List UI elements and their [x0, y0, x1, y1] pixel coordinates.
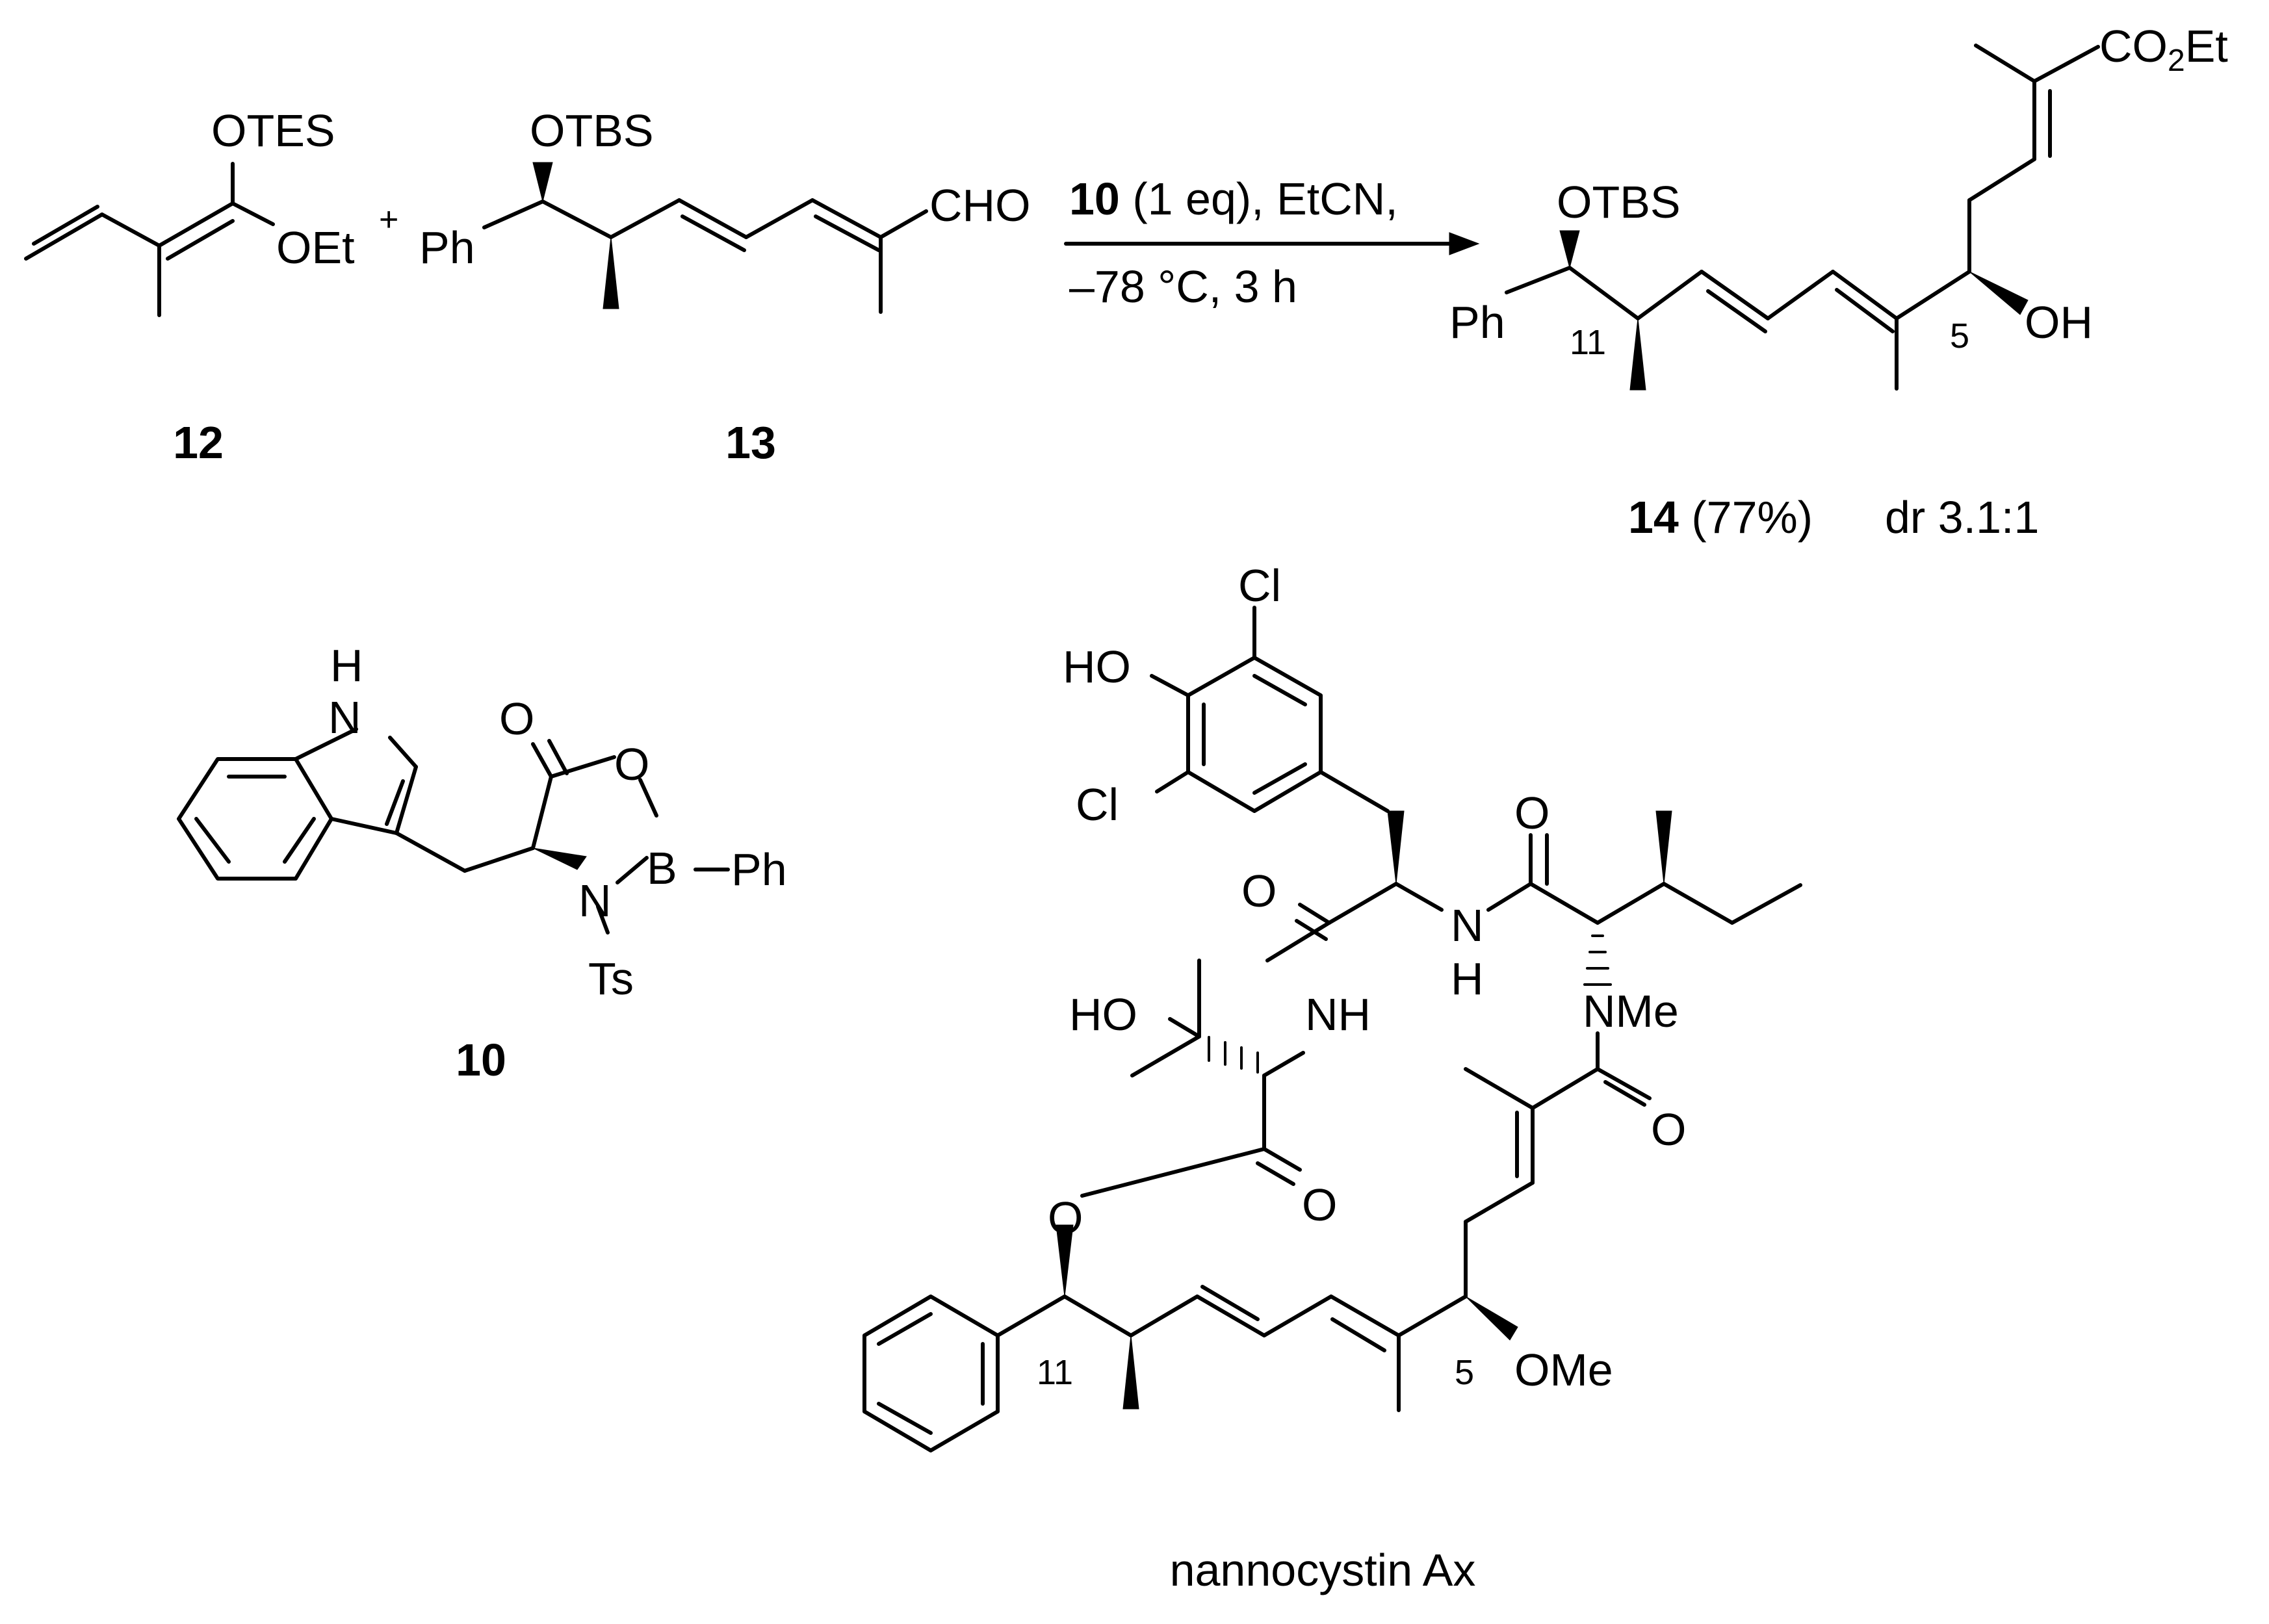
locant-c5: 5	[1455, 1353, 1474, 1392]
ph-label: Ph	[731, 844, 787, 895]
locant-c11: 11	[1570, 323, 1606, 362]
compound-10-label: 10	[456, 1035, 506, 1085]
ester-carbonyl-o: O	[1302, 1179, 1337, 1230]
ome-label: OMe	[1514, 1345, 1613, 1395]
locant-c11: 11	[1037, 1353, 1073, 1392]
ph-label: Ph	[419, 222, 475, 273]
locant-c5: 5	[1950, 316, 1969, 355]
cho-label: CHO	[929, 180, 1031, 231]
otbs-label: OTBS	[1557, 177, 1681, 227]
ester-o: O	[1048, 1192, 1083, 1243]
compound-14-dr: dr 3.1:1	[1885, 492, 2039, 543]
compound-13-label: 13	[725, 417, 776, 468]
conditions-line-1: 10 (1 eq), EtCN,	[1069, 174, 1398, 224]
compound-14-structure: OTBS Ph 11 5 OH CO2Et	[1449, 21, 2228, 391]
ho-tertiary: HO	[1069, 989, 1137, 1040]
plus-sign: +	[379, 201, 398, 238]
nannocystin-name: nannocystin Ax	[1170, 1545, 1476, 1595]
otes-label: OTES	[211, 105, 335, 156]
nh-a-n: N	[1451, 900, 1484, 951]
oh-label: OH	[2025, 297, 2093, 348]
nh-b: NH	[1305, 989, 1371, 1040]
indole-nh-n: N	[328, 692, 361, 743]
nh-a-h: H	[1451, 953, 1484, 1004]
carbonyl-o: O	[499, 693, 534, 744]
compound-12-structure: OTES OEt	[24, 105, 355, 317]
cl-bottom: Cl	[1076, 779, 1119, 830]
cl-top: Cl	[1238, 560, 1281, 611]
nme-label: NMe	[1583, 986, 1679, 1037]
compound-12-label: 12	[173, 417, 224, 468]
conditions-line-2: –78 °C, 3 h	[1069, 261, 1297, 312]
indole-nh-h: H	[330, 640, 363, 691]
ring-o: O	[614, 739, 649, 790]
otbs-label: OTBS	[530, 105, 654, 156]
amide-3-o: O	[1651, 1104, 1686, 1155]
amide-2-o: O	[1514, 788, 1549, 838]
compound-10-structure: H N O O B Ph N Ts	[177, 640, 787, 1004]
amide-1-o: O	[1241, 866, 1277, 916]
co2et-label: CO2Et	[2099, 21, 2228, 78]
compound-13-structure: OTBS Ph CHO	[419, 105, 1031, 314]
nannocystin-structure: Cl HO Cl O O N H HO NH NMe O O O OMe 11 …	[862, 560, 1802, 1452]
compound-14-caption: 14 (77%)	[1628, 492, 1813, 543]
reaction-arrow	[1064, 232, 1480, 255]
boron: B	[647, 843, 677, 894]
ts-label: Ts	[588, 953, 634, 1004]
ring-n: N	[578, 875, 612, 926]
ho-phenol: HO	[1063, 641, 1131, 692]
ph-label: Ph	[1449, 297, 1505, 348]
oet-label: OEt	[276, 222, 355, 273]
